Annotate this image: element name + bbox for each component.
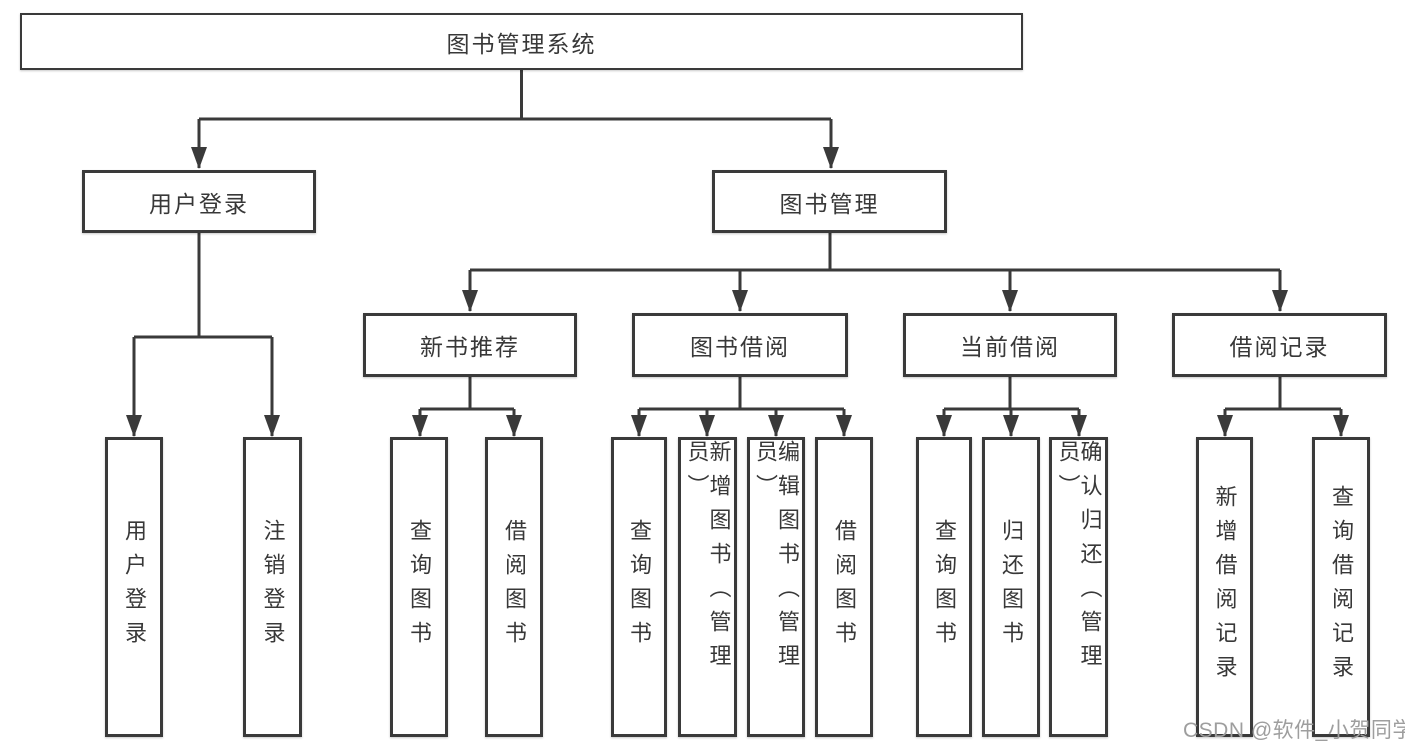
node-borrow-records: 借阅记录	[1172, 313, 1387, 377]
node-query-books-borrow: 查询图书	[611, 437, 667, 737]
node-borrow-books-borrow: 借阅图书	[815, 437, 873, 737]
node-library-system: 图书管理系统	[20, 13, 1023, 70]
node-book-borrow: 图书借阅	[632, 313, 848, 377]
node-user-login-leaf: 用户登录	[105, 437, 163, 737]
node-logout: 注销登录	[243, 437, 302, 737]
node-query-borrow-record: 查询借阅记录	[1312, 437, 1370, 737]
node-confirm-return-admin: 确认归还（管理员）	[1049, 437, 1108, 737]
node-query-books-recommend: 查询图书	[390, 437, 448, 737]
node-query-books-current: 查询图书	[916, 437, 972, 737]
node-edit-book-admin: 编辑图书（管理员）	[747, 437, 805, 737]
node-add-book-admin: 新增图书（管理员）	[678, 437, 737, 737]
node-user-login: 用户登录	[82, 170, 316, 233]
node-new-book-recommend: 新书推荐	[363, 313, 577, 377]
node-book-management: 图书管理	[712, 170, 947, 233]
node-current-borrow: 当前借阅	[903, 313, 1117, 377]
node-borrow-books-recommend: 借阅图书	[485, 437, 543, 737]
node-add-borrow-record: 新增借阅记录	[1196, 437, 1253, 737]
node-return-book: 归还图书	[982, 437, 1040, 737]
csdn-watermark: CSDN @软件_小贺同学	[1183, 719, 1405, 742]
